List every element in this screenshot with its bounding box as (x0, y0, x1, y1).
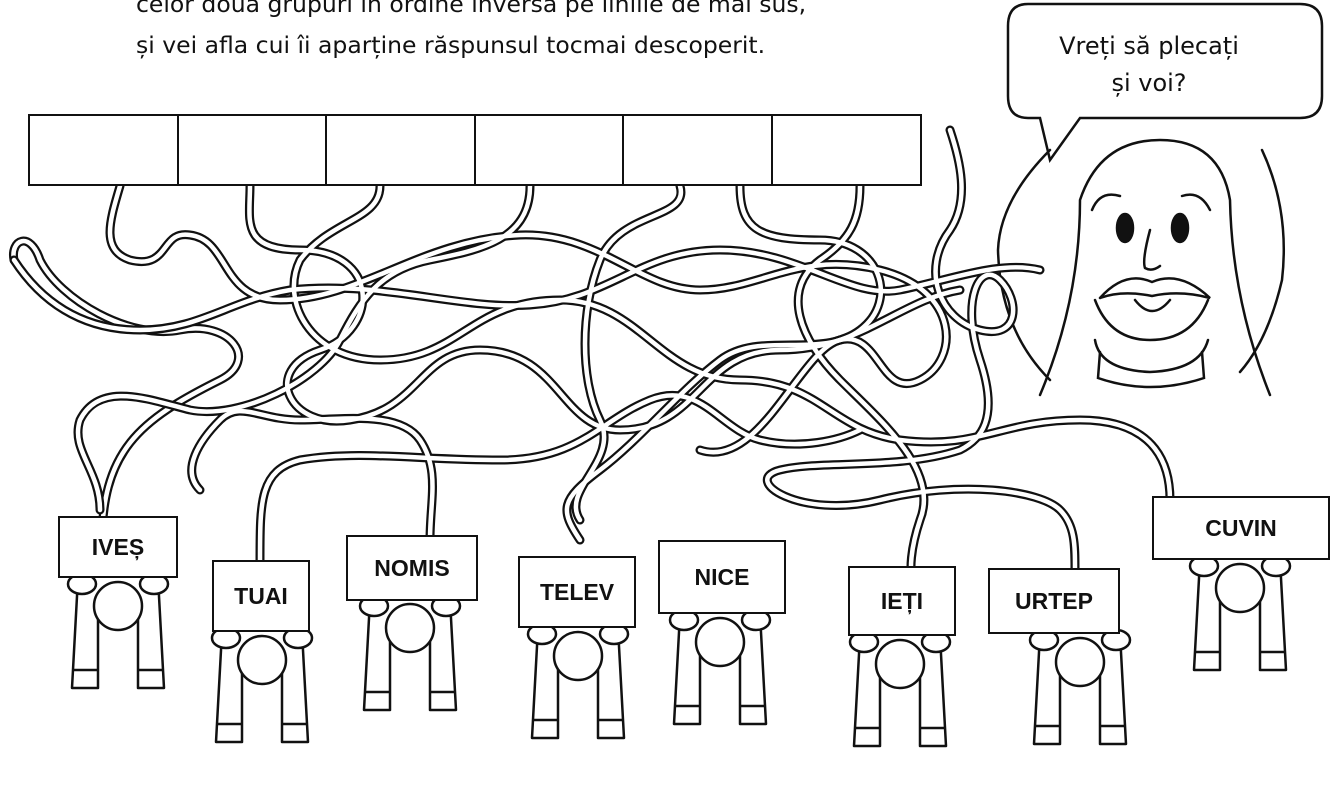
jesus-figure (996, 138, 1285, 397)
instruction-line-1: celor două grupuri în ordine inversă pe … (136, 0, 807, 18)
sign-1: IVEȘ (58, 516, 178, 578)
answer-boxes (28, 114, 922, 186)
speech-line-1: Vreți să plecați (1059, 32, 1239, 60)
sign-8: CUVIN (1152, 496, 1330, 560)
maze-line (291, 183, 1173, 503)
sign-4: TELEV (518, 556, 636, 628)
maze-line (107, 183, 949, 455)
sign-5: NICE (658, 540, 786, 614)
maze-line (257, 393, 863, 563)
maze-line (795, 183, 927, 583)
speech-line-2: și voi? (1111, 69, 1187, 97)
maze-line (75, 183, 533, 513)
maze-line (765, 127, 1078, 573)
sign-3: NOMIS (346, 535, 478, 601)
answer-box[interactable] (622, 114, 773, 186)
maze-line (564, 183, 884, 543)
maze-line-outline (187, 406, 437, 545)
answer-box[interactable] (176, 114, 328, 186)
answer-box[interactable] (28, 114, 179, 186)
maze-line (573, 183, 684, 523)
sign-6: IEȚI (848, 566, 956, 636)
maze-line (247, 183, 963, 433)
maze-paths (9, 236, 243, 555)
answer-box[interactable] (325, 114, 476, 186)
maze-line (189, 408, 435, 543)
maze-line (11, 247, 1043, 333)
sign-7: URTEP (988, 568, 1120, 634)
instruction-line-2: și vei afla cui îi aparține răspunsul to… (136, 31, 766, 59)
instructions: celor două grupuri în ordine inversă pe … (136, 0, 806, 66)
answer-box[interactable] (770, 114, 922, 186)
maze-lines (9, 125, 1175, 585)
speech-bubble-text: Vreți să plecați și voi? (1004, 28, 1294, 102)
sign-2: TUAI (212, 560, 310, 632)
speech-bubble (1006, 2, 1324, 163)
answer-box[interactable] (473, 114, 625, 186)
